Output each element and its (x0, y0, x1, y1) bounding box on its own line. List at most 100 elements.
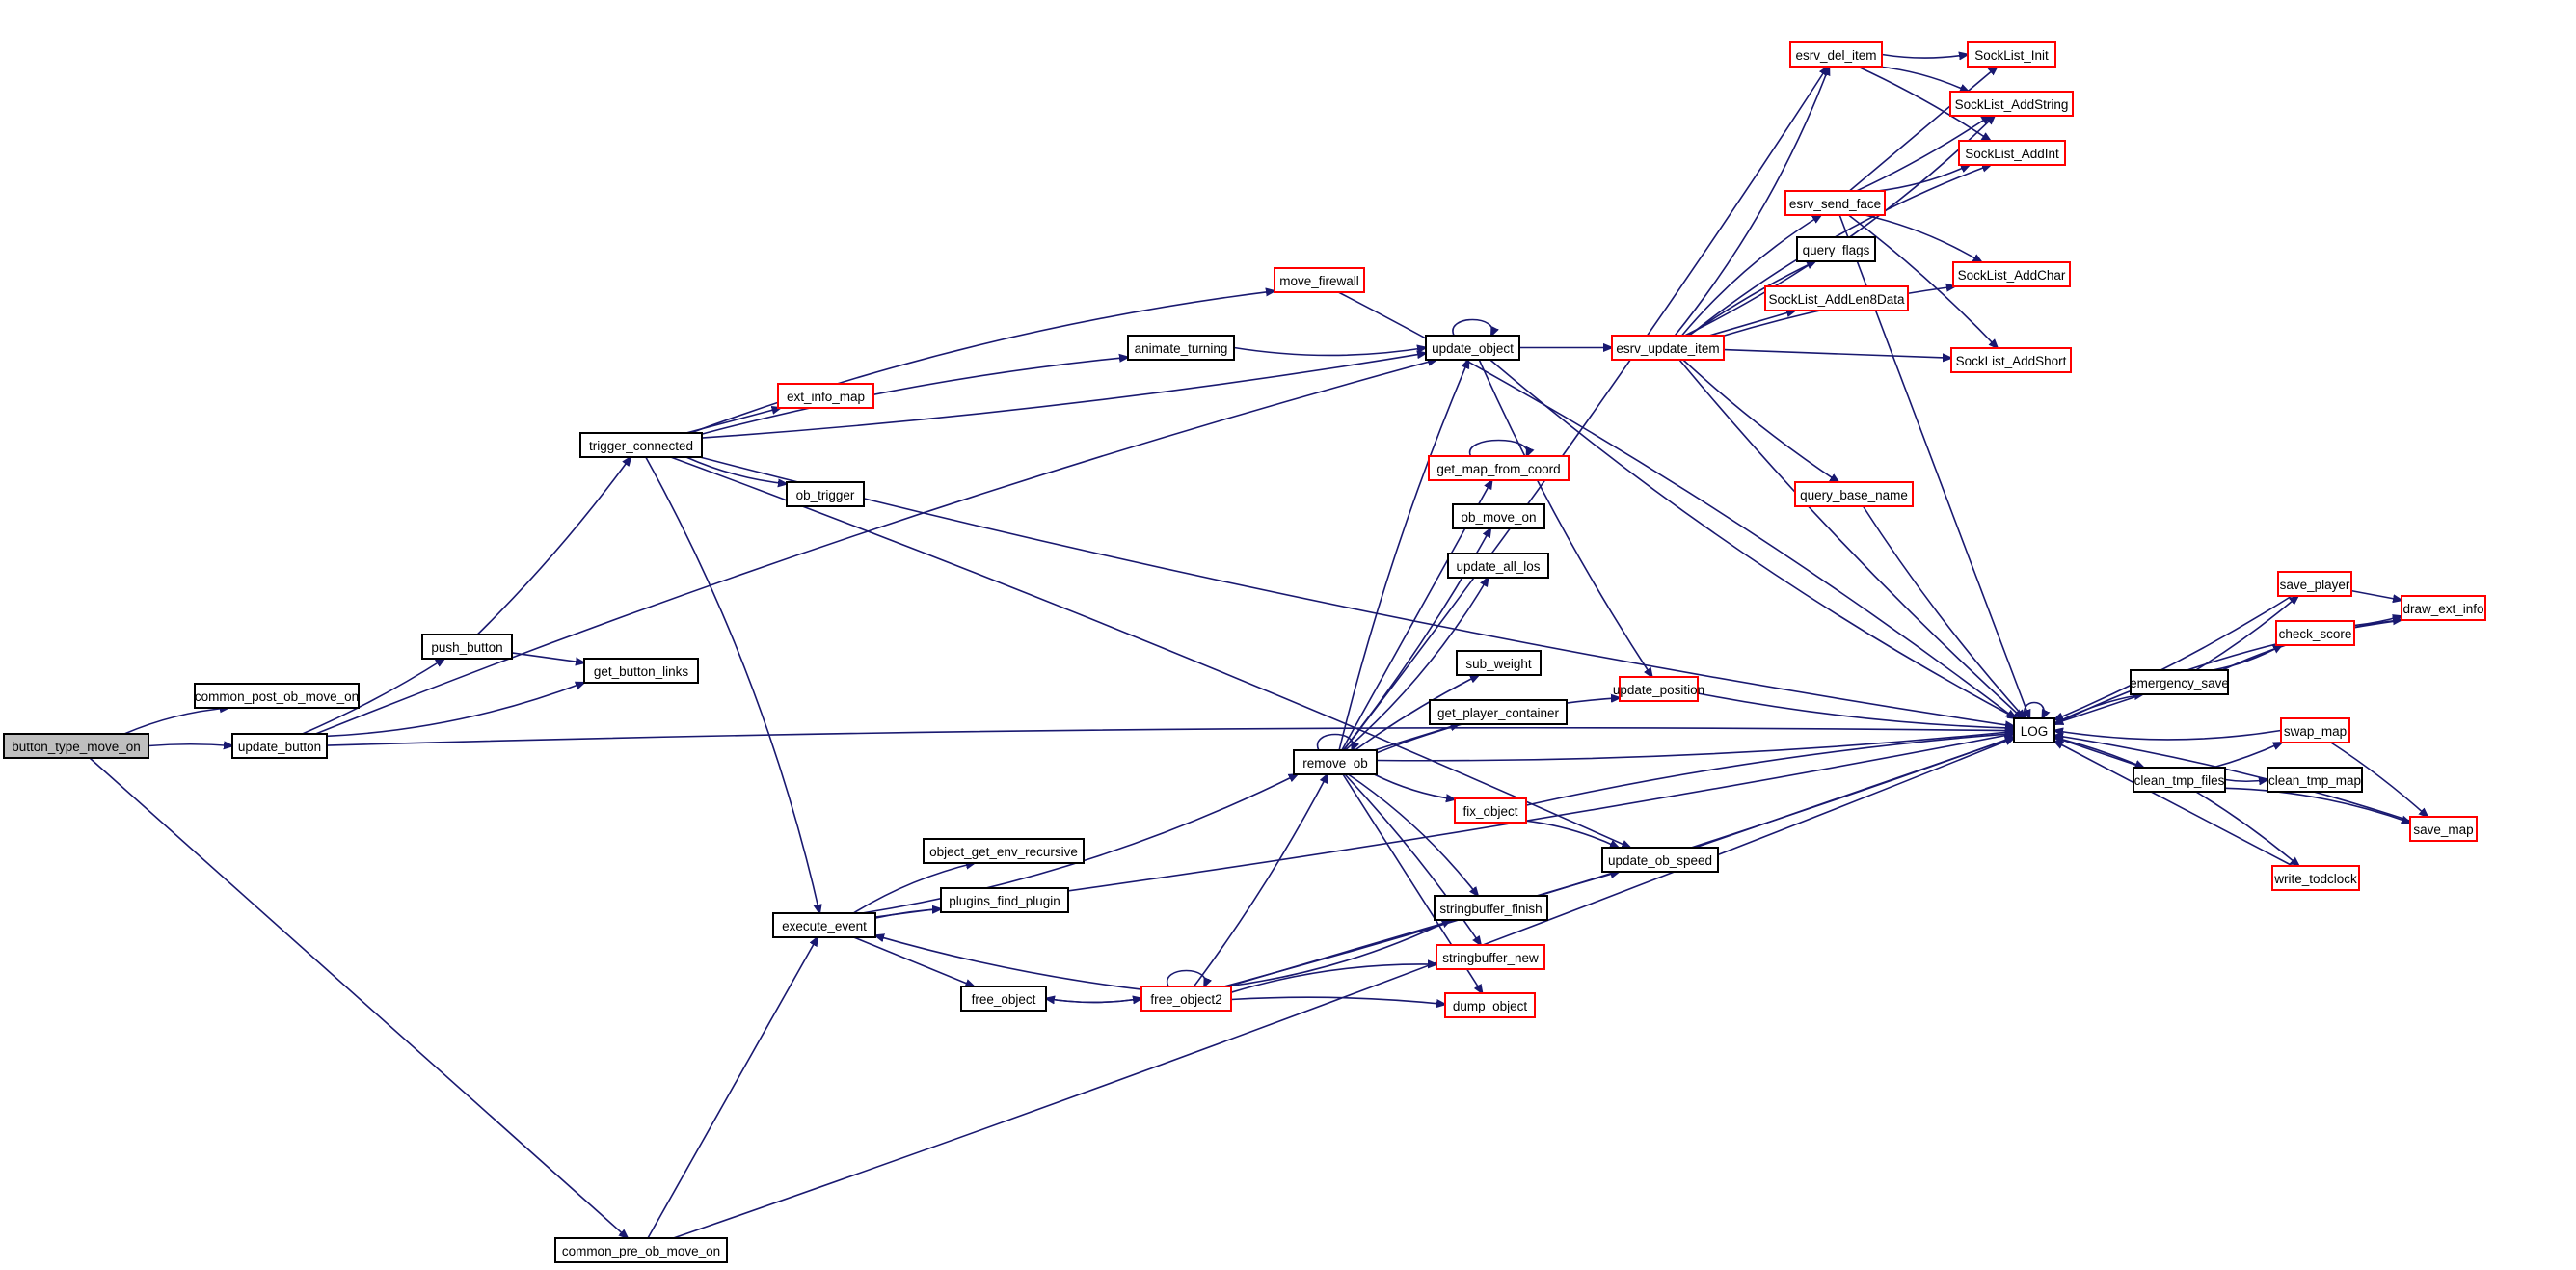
node-esrv-send-face[interactable]: esrv_send_face (1784, 190, 1886, 216)
node-box[interactable] (2130, 669, 2229, 695)
node-update-button[interactable]: update_button (231, 733, 328, 759)
node-box[interactable] (194, 683, 360, 709)
node-update-ob-speed[interactable]: update_ob_speed (1601, 847, 1719, 873)
node-box[interactable] (1140, 986, 1232, 1012)
node-plugins-find-plugin[interactable]: plugins_find_plugin (940, 887, 1069, 913)
node-box[interactable] (1789, 41, 1883, 68)
node-box[interactable] (1274, 267, 1365, 293)
node-box[interactable] (1950, 347, 2072, 373)
node-box[interactable] (1949, 91, 2074, 117)
node-box[interactable] (2401, 595, 2486, 621)
node-esrv-update-item[interactable]: esrv_update_item (1611, 335, 1725, 361)
node-save-map[interactable]: save_map (2409, 816, 2478, 842)
node-update-object[interactable]: update_object (1425, 335, 1520, 361)
node-box[interactable] (554, 1237, 728, 1263)
node-box[interactable] (923, 838, 1085, 864)
node-remove-ob[interactable]: remove_ob (1293, 749, 1378, 775)
node-box[interactable] (2275, 620, 2355, 646)
node-ob-trigger[interactable]: ob_trigger (786, 481, 865, 507)
node-object-get-env-recursive[interactable]: object_get_env_recursive (923, 838, 1085, 864)
node-box[interactable] (2280, 717, 2350, 743)
node-box[interactable] (777, 383, 874, 409)
node-write-todclock[interactable]: write_todclock (2271, 865, 2360, 891)
node-query-base-name[interactable]: query_base_name (1794, 481, 1914, 507)
node-box[interactable] (3, 733, 149, 759)
node-box[interactable] (1454, 797, 1527, 824)
node-stringbuffer-new[interactable]: stringbuffer_new (1436, 944, 1545, 970)
node-box[interactable] (2267, 767, 2363, 793)
node-box[interactable] (1764, 285, 1909, 311)
node-box[interactable] (583, 658, 699, 684)
node-box[interactable] (1428, 455, 1570, 481)
node-box[interactable] (960, 986, 1047, 1012)
node-box[interactable] (421, 634, 513, 660)
node-socklist-addshort[interactable]: SockList_AddShort (1950, 347, 2072, 373)
node-box[interactable] (1447, 553, 1549, 579)
node-log[interactable]: LOG (2013, 717, 2055, 743)
node-move-firewall[interactable]: move_firewall (1274, 267, 1365, 293)
node-draw-ext-info[interactable]: draw_ext_info (2401, 595, 2486, 621)
node-check-score[interactable]: check_score (2275, 620, 2355, 646)
node-get-player-container[interactable]: get_player_container (1429, 699, 1568, 725)
node-dump-object[interactable]: dump_object (1444, 992, 1536, 1018)
node-box[interactable] (1967, 41, 2056, 68)
node-box[interactable] (1611, 335, 1725, 361)
node-esrv-del-item[interactable]: esrv_del_item (1789, 41, 1883, 68)
node-box[interactable] (2013, 717, 2055, 743)
node-socklist-init[interactable]: SockList_Init (1967, 41, 2056, 68)
node-execute-event[interactable]: execute_event (772, 912, 876, 938)
node-box[interactable] (1425, 335, 1520, 361)
node-animate-turning[interactable]: animate_turning (1127, 335, 1235, 361)
node-fix-object[interactable]: fix_object (1454, 797, 1527, 824)
node-socklist-addlen8data[interactable]: SockList_AddLen8Data (1764, 285, 1909, 311)
node-common-post-ob-move-on[interactable]: common_post_ob_move_on (194, 683, 360, 709)
node-trigger-connected[interactable]: trigger_connected (579, 432, 703, 458)
node-box[interactable] (1784, 190, 1886, 216)
node-push-button[interactable]: push_button (421, 634, 513, 660)
node-clean-tmp-map[interactable]: clean_tmp_map (2267, 767, 2363, 793)
node-box[interactable] (2409, 816, 2478, 842)
node-common-pre-ob-move-on[interactable]: common_pre_ob_move_on (554, 1237, 728, 1263)
node-socklist-addint[interactable]: SockList_AddInt (1958, 140, 2066, 166)
node-box[interactable] (1601, 847, 1719, 873)
node-box[interactable] (1619, 676, 1699, 702)
node-box[interactable] (1436, 944, 1545, 970)
node-box[interactable] (1444, 992, 1536, 1018)
node-button-type-move-on[interactable]: button_type_move_on (3, 733, 149, 759)
node-box[interactable] (2277, 571, 2352, 597)
node-socklist-addstring[interactable]: SockList_AddString (1949, 91, 2074, 117)
node-sub-weight[interactable]: sub_weight (1456, 650, 1542, 676)
node-box[interactable] (1958, 140, 2066, 166)
node-box[interactable] (772, 912, 876, 938)
node-save-player[interactable]: save_player (2277, 571, 2352, 597)
node-ext-info-map[interactable]: ext_info_map (777, 383, 874, 409)
node-query-flags[interactable]: query_flags (1796, 236, 1876, 262)
node-box[interactable] (1127, 335, 1235, 361)
node-free-object2[interactable]: free_object2 (1140, 986, 1232, 1012)
node-box[interactable] (1293, 749, 1378, 775)
node-box[interactable] (1429, 699, 1568, 725)
node-clean-tmp-files[interactable]: clean_tmp_files (2133, 767, 2226, 793)
node-emergency-save[interactable]: emergency_save (2130, 669, 2229, 695)
node-box[interactable] (940, 887, 1069, 913)
node-socklist-addchar[interactable]: SockList_AddChar (1952, 261, 2071, 287)
node-box[interactable] (786, 481, 865, 507)
node-box[interactable] (1952, 261, 2071, 287)
node-box[interactable] (1794, 481, 1914, 507)
node-update-all-los[interactable]: update_all_los (1447, 553, 1549, 579)
node-get-map-from-coord[interactable]: get_map_from_coord (1428, 455, 1570, 481)
node-box[interactable] (1456, 650, 1542, 676)
node-box[interactable] (579, 432, 703, 458)
node-free-object[interactable]: free_object (960, 986, 1047, 1012)
node-ob-move-on[interactable]: ob_move_on (1452, 503, 1545, 529)
node-box[interactable] (1796, 236, 1876, 262)
node-box[interactable] (2133, 767, 2226, 793)
node-box[interactable] (231, 733, 328, 759)
node-box[interactable] (1434, 895, 1548, 921)
node-get-button-links[interactable]: get_button_links (583, 658, 699, 684)
node-swap-map[interactable]: swap_map (2280, 717, 2350, 743)
node-update-position[interactable]: update_position (1613, 676, 1704, 702)
node-stringbuffer-finish[interactable]: stringbuffer_finish (1434, 895, 1548, 921)
node-box[interactable] (1452, 503, 1545, 529)
node-box[interactable] (2271, 865, 2360, 891)
